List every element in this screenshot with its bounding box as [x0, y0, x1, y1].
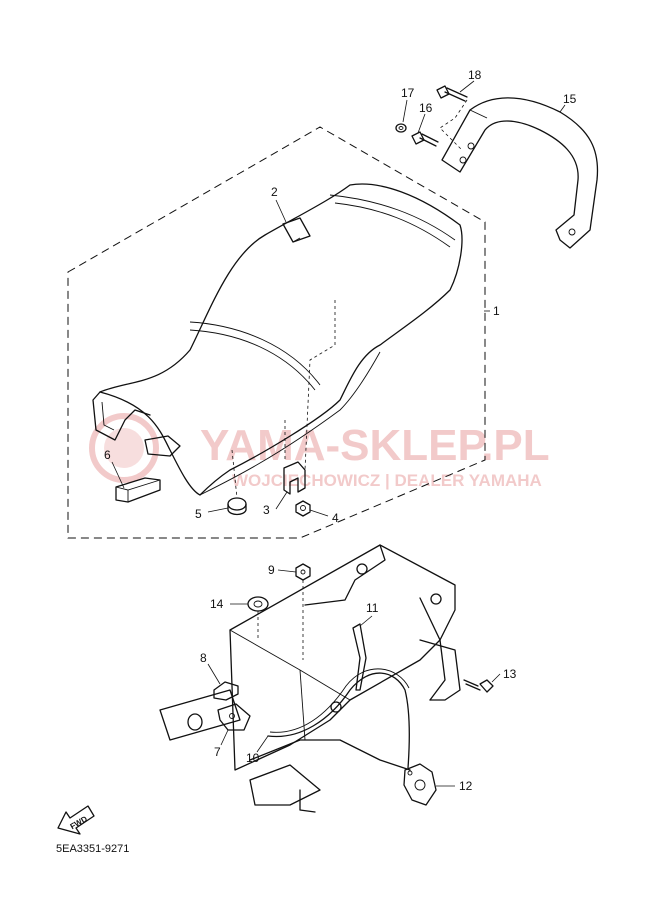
- watermark-title: YAMA-SKLEP.PL: [200, 421, 550, 470]
- seat-hook-bracket-7: [217, 703, 251, 731]
- seat-front-hook-inner: [101, 401, 115, 431]
- seat-lock-cable-inner: [269, 668, 410, 733]
- callout-11: 11: [366, 601, 379, 615]
- callout-15: 15: [563, 92, 577, 106]
- diagram-code: 5EA3351-9271: [56, 843, 129, 855]
- cable-band: [352, 623, 367, 691]
- callout-labels: 1 2 3 4 5 6 7 8 9 10 11 12 13 14 15 16 1…: [104, 68, 577, 793]
- rear-frame: [159, 544, 461, 813]
- seat-label-tag: [282, 217, 311, 243]
- leader-lines: [111, 80, 566, 787]
- watermark-subtitle: WOJCIECHOWICZ | DEALER YAMAHA: [232, 471, 542, 490]
- watermark-logo-disc: [104, 428, 144, 468]
- callout-17: 17: [401, 86, 415, 100]
- seat-assembly: [92, 183, 463, 496]
- callout-16: 16: [419, 101, 433, 115]
- seat-outline: [99, 183, 463, 496]
- callout-12: 12: [459, 779, 473, 793]
- seat-base-edge: [199, 351, 381, 496]
- callout-1: 1: [493, 304, 500, 318]
- callout-10: 10: [246, 751, 260, 765]
- washer-17: [395, 123, 407, 133]
- watermark: YAMA-SKLEP.PL WOJCIECHOWICZ | DEALER YAM…: [89, 413, 550, 490]
- callout-8: 8: [200, 651, 207, 665]
- seat-seam-rear: [329, 194, 456, 241]
- callout-6: 6: [104, 448, 111, 462]
- callout-13: 13: [503, 667, 517, 681]
- grab-bar-bolt-guide: [439, 99, 468, 151]
- seat-lock-cable: [267, 672, 410, 769]
- seat-label-tag-fold: [292, 237, 301, 243]
- callout-18: 18: [468, 68, 482, 82]
- seat-seam-front-2: [189, 329, 316, 391]
- callout-3: 3: [263, 503, 270, 517]
- seat-hook-bracket-hole: [229, 713, 235, 719]
- callout-2: 2: [271, 185, 278, 199]
- grab-bar: [441, 97, 599, 249]
- callout-4: 4: [332, 511, 339, 525]
- callout-9: 9: [268, 563, 275, 577]
- rubber-cushion: [227, 497, 247, 516]
- assembly-boundary: [67, 126, 486, 539]
- nut-9: [295, 563, 311, 581]
- seat-seam-rear-2: [334, 202, 451, 248]
- bolt-16: [411, 131, 439, 147]
- callout-5: 5: [195, 507, 202, 521]
- bracket-nut: [295, 500, 311, 517]
- bolt-18: [436, 85, 468, 102]
- callout-7: 7: [214, 745, 221, 759]
- damper-14: [247, 596, 269, 612]
- forward-direction-arrow: FWD: [57, 805, 95, 835]
- watermark-logo-ring: [89, 413, 159, 483]
- callout-14: 14: [210, 597, 224, 611]
- front-damper: [115, 477, 161, 503]
- seat-seam-front: [189, 321, 321, 386]
- seat-front-hook: [92, 391, 151, 441]
- mount-guide-2: [231, 449, 238, 499]
- seat-hook-8: [213, 681, 239, 701]
- bolt-13: [463, 679, 494, 693]
- front-damper-upper: [144, 435, 181, 457]
- seat-lock: [403, 763, 437, 806]
